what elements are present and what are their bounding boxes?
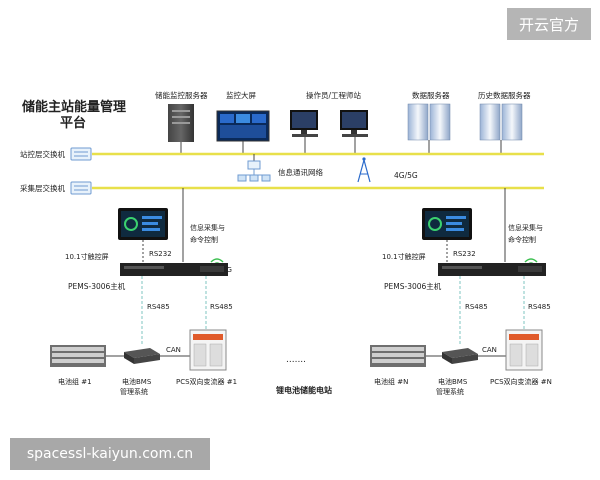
rs232-label: RS232 bbox=[453, 250, 476, 258]
wireless-tower-icon bbox=[357, 157, 371, 183]
history-server-label: 历史数据服务器 bbox=[478, 90, 531, 100]
bms-icon bbox=[124, 348, 160, 364]
data-server-icon bbox=[407, 103, 451, 154]
pcs-converter-icon bbox=[189, 329, 227, 371]
operator-station-label: 操作员/工程师站 bbox=[306, 90, 362, 100]
watermark-badge-top: 开云官方 bbox=[507, 8, 591, 40]
bms-label-1: 电池BMS bbox=[438, 377, 468, 386]
info-acq-label-2: 命令控制 bbox=[508, 235, 536, 244]
touch-screen-label: 10.1寸触控屏 bbox=[65, 252, 109, 261]
battery-pack-icon bbox=[50, 345, 106, 367]
pcs-label: PCS双向变流器 #N bbox=[490, 377, 552, 386]
battery-label: 电池组 #N bbox=[374, 377, 408, 386]
rs485-label-a: RS485 bbox=[147, 303, 170, 311]
ellipsis: ....... bbox=[286, 355, 306, 365]
pcs-label: PCS双向变流器 #1 bbox=[176, 377, 237, 386]
battery-pack-icon bbox=[370, 345, 426, 367]
acq-switch-icon bbox=[70, 181, 92, 195]
rs485-label-b: RS485 bbox=[528, 303, 551, 311]
wireless-label: 4G/5G bbox=[394, 171, 418, 180]
station-caption: 锂电池储能电站 bbox=[276, 385, 332, 395]
bms-label-2: 管理系统 bbox=[436, 387, 464, 396]
watermark-url-bottom: spacessl-kaiyun.com.cn bbox=[10, 438, 210, 470]
pems-host-icon bbox=[438, 263, 546, 276]
rs485-label-b: RS485 bbox=[210, 303, 233, 311]
history-server-icon bbox=[479, 103, 523, 154]
can-label: CAN bbox=[482, 346, 497, 354]
big-screen-label: 监控大屏 bbox=[226, 90, 256, 100]
data-server-label: 数据服务器 bbox=[412, 90, 450, 100]
can-label: CAN bbox=[166, 346, 181, 354]
rs232-label: RS232 bbox=[149, 250, 172, 258]
station-switch-label: 站控层交换机 bbox=[20, 149, 65, 159]
pcs-converter-icon bbox=[505, 329, 543, 371]
station-right: 10.1寸触控屏 RS232 信息采集与 命令控制 4G PEMS-3006主机… bbox=[370, 188, 552, 396]
battery-label: 电池组 #1 bbox=[58, 377, 92, 386]
network-icon bbox=[237, 160, 271, 182]
touch-screen-label: 10.1寸触控屏 bbox=[382, 252, 426, 261]
big-screen-icon bbox=[216, 110, 270, 154]
touch-screen-icon bbox=[118, 208, 168, 240]
platform-title-line-1: 储能主站能量管理 bbox=[21, 99, 126, 115]
platform-title-line-2: 平台 bbox=[60, 115, 86, 131]
monitor-server-icon bbox=[168, 104, 194, 154]
bms-icon bbox=[442, 348, 478, 364]
rs485-label-a: RS485 bbox=[465, 303, 488, 311]
station-left: 10.1寸触控屏 RS232 信息采集与 命令控制 4G PEMS-3006主机… bbox=[50, 188, 237, 396]
pems-host-icon bbox=[120, 263, 228, 276]
pems-host-label: PEMS-3006主机 bbox=[68, 281, 126, 291]
info-acq-label-1: 信息采集与 bbox=[190, 223, 225, 232]
acq-switch-label: 采集层交换机 bbox=[20, 183, 65, 193]
monitor-server-label: 储能监控服务器 bbox=[155, 90, 208, 100]
bms-label-1: 电池BMS bbox=[122, 377, 152, 386]
station-switch-icon bbox=[70, 147, 92, 161]
info-acq-label-2: 命令控制 bbox=[190, 235, 218, 244]
bms-label-2: 管理系统 bbox=[120, 387, 148, 396]
pems-host-label: PEMS-3006主机 bbox=[384, 281, 442, 291]
info-acq-label-1: 信息采集与 bbox=[508, 223, 543, 232]
operator-workstation-icon bbox=[290, 110, 368, 154]
comm-network-label: 信息通讯网络 bbox=[278, 167, 323, 177]
touch-screen-icon bbox=[422, 208, 472, 240]
